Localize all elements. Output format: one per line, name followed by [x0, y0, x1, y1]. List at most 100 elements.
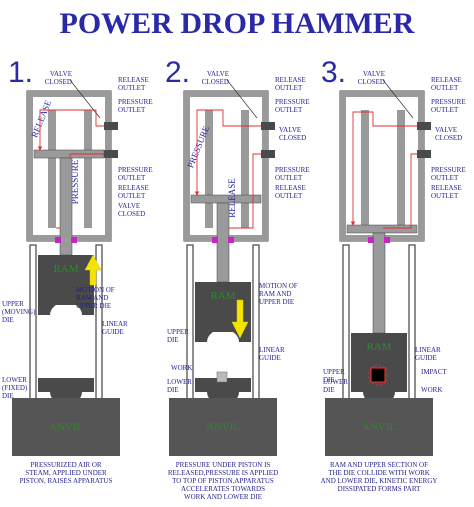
anvil-block — [325, 398, 433, 456]
valve-bottom-label-line: CLOSED — [118, 210, 145, 218]
caption-line: RAM AND UPPER SECTION OF — [330, 461, 428, 469]
seal-left — [212, 237, 218, 243]
valve-mid-label-line: CLOSED — [279, 134, 306, 142]
seal-right — [228, 237, 234, 243]
upper-die-label-line: UPPER — [2, 300, 24, 308]
inner-wall-left — [205, 110, 213, 228]
inner-wall-right — [84, 110, 92, 228]
caption-line: STEAM, APPLIED UNDER — [25, 469, 107, 477]
seal-right — [384, 237, 390, 243]
valve-top-leader — [226, 79, 258, 119]
outlet-top — [261, 122, 275, 130]
impact-ring — [367, 364, 389, 386]
anvil-block — [169, 398, 277, 456]
caption-line: PISTON, RAISES APPARATUS — [20, 477, 113, 485]
caption-line: PRESSURE UNDER PISTON IS — [176, 461, 271, 469]
caption-line: RELEASED,PRESSURE IS APPLIED — [168, 469, 278, 477]
lower-die-label: LOWER(FIXED)DIE — [2, 376, 28, 400]
flow-path-top — [194, 109, 261, 196]
work-piece — [216, 371, 228, 383]
valve-mid-label-line: CLOSED — [435, 134, 462, 142]
motion-label-line: MOTION OF — [259, 282, 298, 290]
valve-top-label-line: CLOSED — [45, 78, 72, 86]
ram-label: RAM — [53, 263, 78, 275]
outlet-bottom — [417, 150, 431, 158]
motion-label-line: UPPER DIE — [259, 298, 294, 306]
release-outlet-bottom-label-line: RELEASE — [275, 184, 306, 192]
valve-top-label-line: VALVE — [207, 70, 229, 78]
upper-die-label-line: DIE — [167, 336, 179, 344]
pressure-outlet-label-line: PRESSURE — [118, 98, 153, 106]
linear-guide-label-line: GUIDE — [102, 328, 124, 336]
release-outlet-bottom-label-line: RELEASE — [118, 184, 149, 192]
inner-wall-left — [48, 110, 56, 228]
release-outlet-top-label-line: OUTLET — [431, 84, 459, 92]
release-outlet-top-label-line: RELEASE — [431, 76, 462, 84]
piston-rod — [59, 157, 73, 256]
pressure-inlet-label-line: OUTLET — [118, 174, 146, 182]
pressure-outlet-label-line: OUTLET — [275, 106, 303, 114]
caption-line: THE DIE COLLIDE WITH WORK — [328, 469, 430, 477]
guide-right — [408, 244, 416, 401]
release-outlet-bottom-label-line: RELEASE — [431, 184, 462, 192]
outlet-top — [417, 122, 431, 130]
valve-bottom-label-line: VALVE — [118, 202, 140, 210]
chamber-right-label: PRESSURE — [70, 159, 80, 204]
valve-top-label-line: CLOSED — [202, 78, 229, 86]
pressure-inlet-label-line: OUTLET — [431, 174, 459, 182]
pressure-outlet-label-line: OUTLET — [118, 106, 146, 114]
step-number: 2. — [165, 56, 190, 89]
lower-die-label-line: LOWER — [2, 376, 27, 384]
upper-die-label-line: DIE — [2, 316, 14, 324]
valve-top-label-line: CLOSED — [358, 78, 385, 86]
step-number: 3. — [321, 56, 346, 89]
outlet-top — [104, 122, 118, 130]
release-outlet-top-label-line: OUTLET — [118, 84, 146, 92]
chamber-right-label: RELEASE — [227, 178, 237, 218]
work-label: WORK — [421, 386, 442, 394]
guide-right — [252, 244, 260, 401]
release-outlet-bottom-label-line: OUTLET — [275, 192, 303, 200]
lower-die-label-line: LOWER — [167, 378, 192, 386]
flow-path-bottom — [227, 153, 261, 229]
valve-top-leader — [69, 79, 101, 119]
ram-label: RAM — [210, 290, 235, 302]
valve-top-label-line: VALVE — [50, 70, 72, 78]
caption-line: TO TOP OF PISTON,APPARATUS — [172, 477, 274, 485]
seal-left — [55, 237, 61, 243]
guide-left — [342, 244, 350, 401]
outlet-bottom — [104, 150, 118, 158]
release-outlet-bottom-label-line: OUTLET — [118, 192, 146, 200]
guide-left — [29, 244, 37, 401]
motion-label-line: RAM AND — [259, 290, 291, 298]
anvil-label: ANVIL — [362, 421, 396, 433]
upper-die-label-line: (MOVING) — [2, 308, 36, 316]
valve-top-label-line: VALVE — [363, 70, 385, 78]
lower-die-label-line: DIE — [323, 386, 335, 394]
seal-right — [71, 237, 77, 243]
anvil-label: ANVIL — [206, 421, 240, 433]
ram-label: RAM — [366, 341, 391, 353]
pressure-outlet-label-line: OUTLET — [431, 106, 459, 114]
anvil-label: ANVIL — [49, 421, 83, 433]
